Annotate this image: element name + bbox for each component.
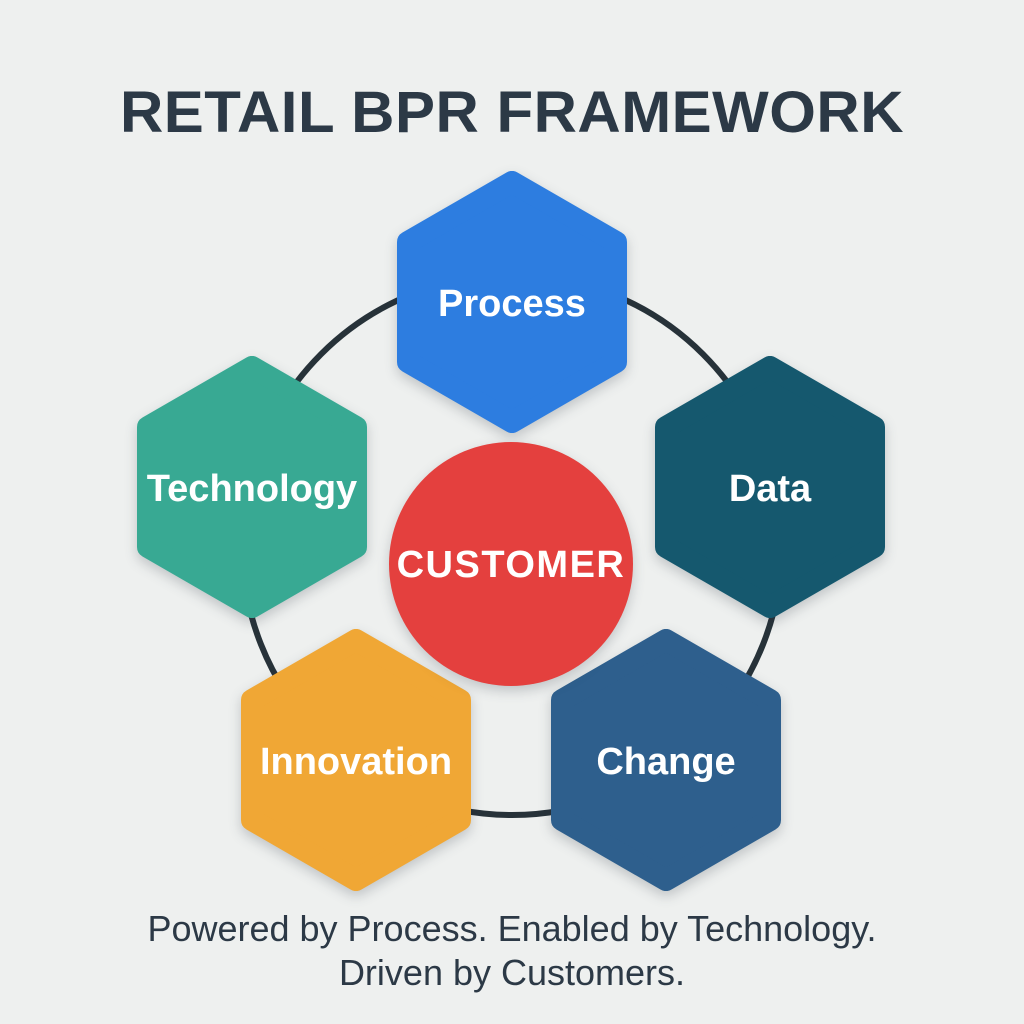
process-hexagon-shape	[397, 171, 627, 433]
customer-node: CUSTOMER	[389, 442, 633, 686]
page-title: RETAIL BPR FRAMEWORK	[120, 80, 904, 145]
process-label: Process	[438, 283, 586, 325]
hexagon-process: Process	[397, 171, 627, 433]
change-hexagon-shape	[551, 629, 781, 891]
customer-circle	[389, 442, 633, 686]
data-label: Data	[729, 468, 812, 510]
innovation-hexagon-shape	[241, 629, 471, 891]
change-label: Change	[596, 741, 735, 783]
technology-hexagon-shape	[137, 356, 367, 618]
innovation-label: Innovation	[260, 741, 452, 783]
hexagon-change: Change	[551, 629, 781, 891]
data-hexagon-shape	[655, 356, 885, 618]
hexagon-technology: Technology	[137, 356, 367, 618]
hexagon-data: Data	[655, 356, 885, 618]
customer-label: CUSTOMER	[397, 544, 626, 586]
footer-line-1: Powered by Process. Enabled by Technolog…	[147, 908, 876, 949]
footer-line-2: Driven by Customers.	[339, 952, 685, 993]
hexagon-innovation: Innovation	[241, 629, 471, 891]
technology-label: Technology	[147, 468, 357, 510]
